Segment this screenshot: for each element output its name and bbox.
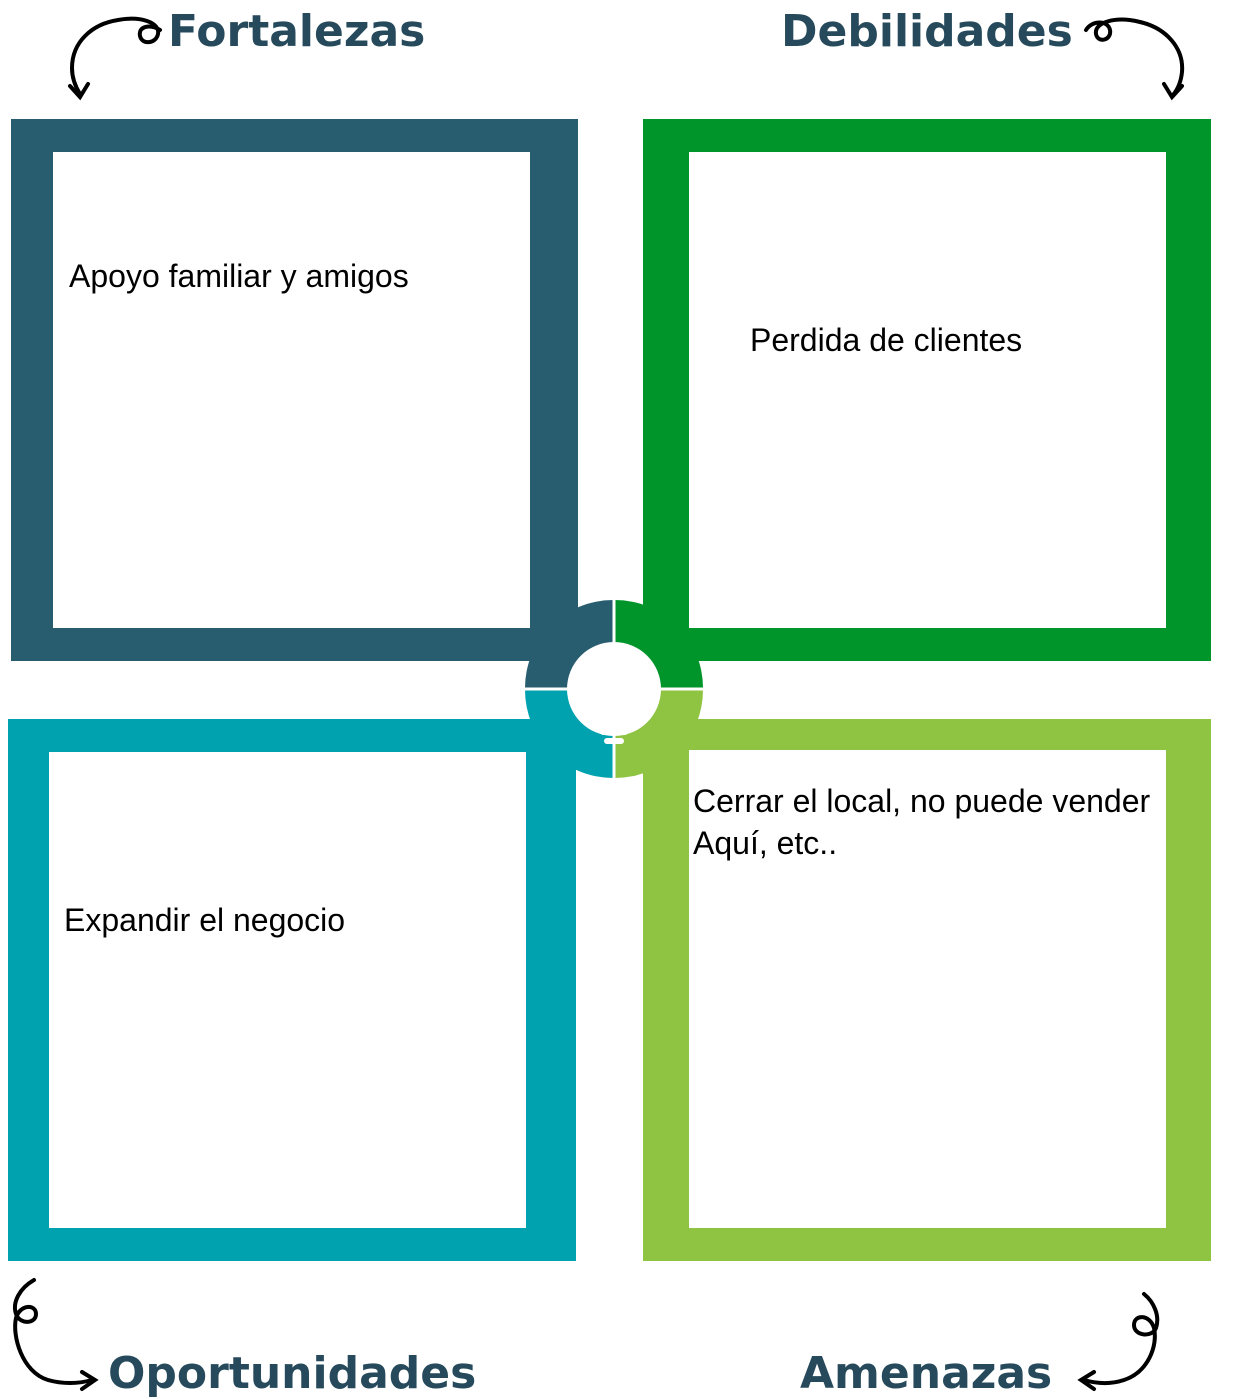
amenazas-title: Amenazas xyxy=(800,1348,1053,1399)
debilidades-box xyxy=(643,119,1211,661)
curly-arrow-icon-debilidades xyxy=(1084,17,1185,101)
fortalezas-title: Fortalezas xyxy=(168,6,426,57)
debilidades-title: Debilidades xyxy=(781,6,1073,57)
curly-arrow-icon-fortalezas xyxy=(68,16,162,101)
amenazas-text-line-2: Aquí, etc.. xyxy=(693,824,838,861)
amenazas-box xyxy=(643,719,1211,1261)
oportunidades-text: Expandir el negocio xyxy=(64,902,346,938)
oportunidades-box xyxy=(8,719,576,1261)
oportunidades-title: Oportunidades xyxy=(108,1348,477,1399)
fortalezas-text: Apoyo familiar y amigos xyxy=(69,258,409,294)
debilidades-text: Perdida de clientes xyxy=(750,322,1023,358)
lightbulb-icon xyxy=(584,646,644,744)
amenazas-text: Cerrar el local, no puede vender Aquí, e… xyxy=(693,781,1150,864)
curly-arrow-icon-oportunidades xyxy=(13,1278,99,1391)
amenazas-text-line-1: Cerrar el local, no puede vender xyxy=(693,783,1151,819)
curly-arrow-icon-amenazas xyxy=(1077,1292,1160,1391)
fortalezas-box xyxy=(11,119,578,661)
